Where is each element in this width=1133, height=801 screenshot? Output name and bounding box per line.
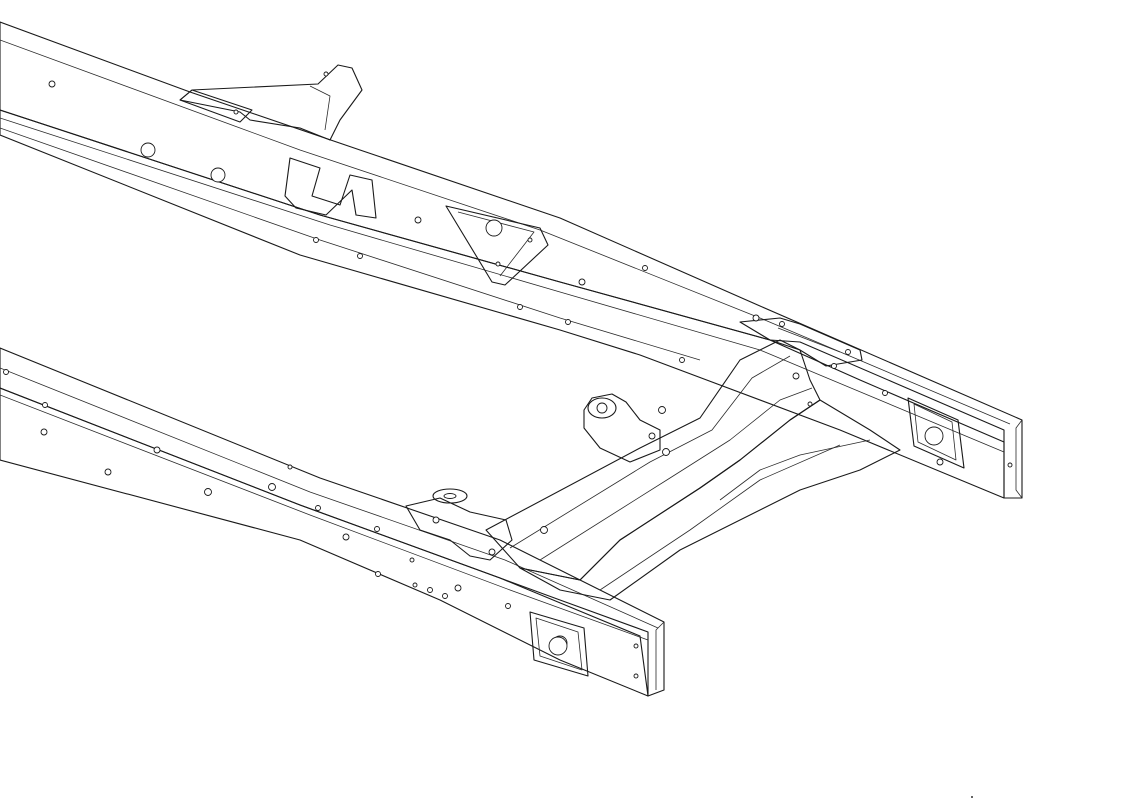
viewport-marker [971,796,973,798]
lower-rail-end-plate [529,611,589,677]
lower-rail-holes [3,369,639,679]
upper-side-rail [0,21,1023,499]
left-shock-mount [583,393,661,463]
right-shock-mount [405,488,513,561]
upper-rail-spring-bracket [445,205,549,286]
upper-rail-holes [48,80,1013,468]
upper-rail-mount-bracket [179,64,363,141]
rear-cross-member [485,339,901,601]
upper-rail-gusset [739,314,863,369]
upper-rail-end-plate [907,397,965,469]
